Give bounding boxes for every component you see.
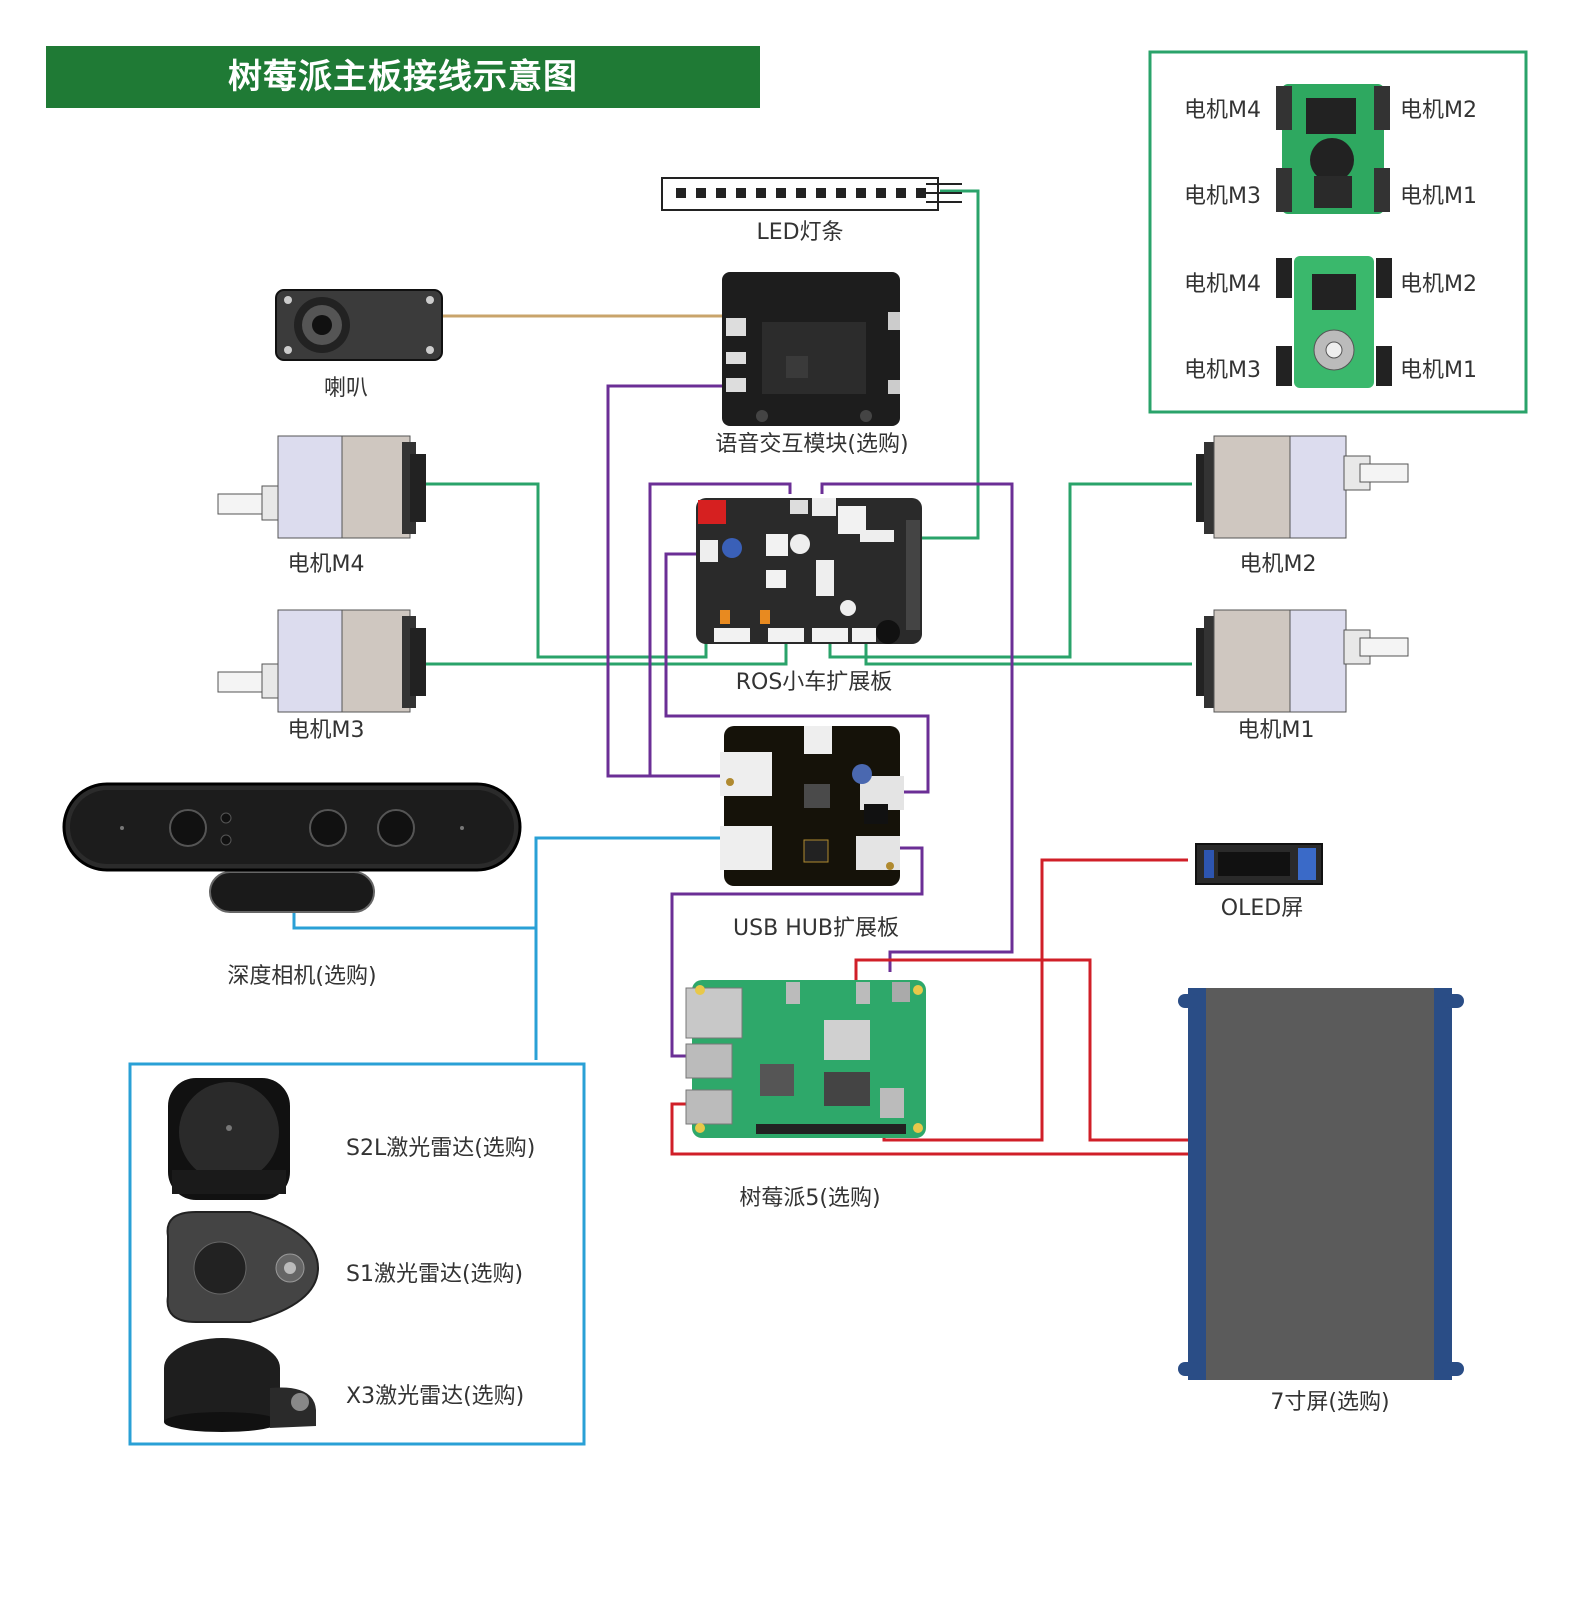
wire-m1: [864, 640, 1192, 666]
lidar-box: [128, 1062, 586, 1446]
raspberry-pi-label: 树莓派5(选购): [739, 1186, 881, 1211]
wire-m2: [828, 482, 1192, 659]
ros-board: [696, 498, 922, 644]
lidar-s1-label: S1激光雷达(选购): [346, 1262, 524, 1287]
wire-rpi-screen-a: [854, 958, 1194, 1142]
oled-label: OLED屏: [1220, 896, 1304, 921]
wire-ros-usb-a: [648, 482, 792, 776]
wire-led-ros: [918, 189, 980, 540]
wire-voice-usb: [606, 384, 726, 778]
wire-m4: [422, 482, 708, 659]
ros-board-label: ROS小车扩展板: [735, 670, 893, 695]
motor-m4-label: 电机M4: [287, 552, 365, 577]
layout-bottom-m4-label: 电机M4: [1184, 272, 1261, 297]
lidar-s2l-label: S2L激光雷达(选购): [346, 1136, 536, 1161]
motor-m2-label: 电机M2: [1239, 552, 1317, 577]
motor-m1-image: [1196, 609, 1409, 713]
speaker-label: 喇叭: [323, 376, 369, 401]
lidar-x3-label: X3激光雷达(选购): [346, 1384, 525, 1409]
depth-camera-label: 深度相机(选购): [227, 964, 377, 989]
raspberry-pi-5: [685, 980, 926, 1138]
wire-ros-usb-b: [664, 552, 930, 794]
usb-hub-board: [720, 726, 904, 886]
wire-rpi-screen-b: [670, 1102, 1194, 1156]
layout-bottom-m2-label: 电机M2: [1400, 272, 1477, 297]
layout-top-m1-label: 电机M1: [1400, 184, 1477, 209]
led-strip: [661, 177, 962, 211]
layout-bottom-m3-label: 电机M3: [1184, 358, 1261, 383]
wire-usb-rpi: [670, 846, 924, 1058]
title-bar: 树莓派主板接线示意图: [46, 46, 760, 108]
voice-module: [722, 272, 900, 426]
motor-m2-image: [1196, 435, 1409, 539]
motor-m3-image: [217, 609, 426, 713]
wire-ros-rpi: [820, 482, 1014, 972]
usb-hub-label: USB HUB扩展板: [733, 916, 899, 941]
lidar-s1-image: [166, 1211, 320, 1323]
seven-inch-screen: [1178, 988, 1464, 1380]
wire-m3: [422, 640, 788, 666]
layout-top-m2-label: 电机M2: [1400, 98, 1477, 123]
layout-top-m4-label: 电机M4: [1184, 98, 1261, 123]
motor-layout-box: [1148, 50, 1528, 414]
layout-top-m3-label: 电机M3: [1184, 184, 1261, 209]
motor-m1-label: 电机M1: [1237, 718, 1315, 743]
screen-label: 7寸屏(选购): [1270, 1390, 1390, 1415]
motor-m4-image: [217, 435, 426, 539]
layout-bottom-m1-label: 电机M1: [1400, 358, 1477, 383]
led-strip-label: LED灯条: [756, 220, 844, 245]
page-title: 树莓派主板接线示意图: [228, 57, 578, 97]
lidar-x3-image: [164, 1338, 316, 1432]
motor-m3-label: 电机M3: [287, 718, 365, 743]
oled-screen: [1195, 843, 1323, 885]
lidar-s2l-image: [168, 1078, 290, 1200]
depth-camera: [62, 782, 522, 913]
wire-oled-rpi: [882, 858, 1188, 1142]
voice-module-label: 语音交互模块(选购): [715, 432, 909, 457]
speaker: [275, 289, 443, 361]
car-bottom-image: [1276, 256, 1392, 388]
car-top-image: [1276, 84, 1390, 214]
